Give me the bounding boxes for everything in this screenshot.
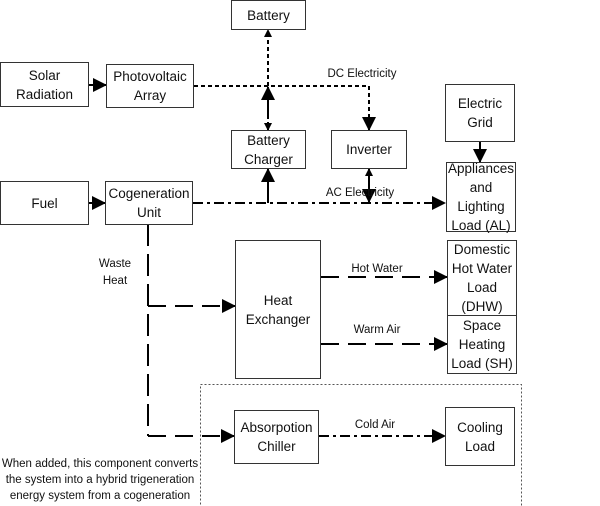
battery-charger-node: Battery Charger — [231, 130, 306, 169]
space-heating-load-node: Space Heating Load (SH) — [447, 315, 517, 374]
cold-air-label: Cold Air — [354, 419, 396, 431]
cogeneration-unit-node: Cogeneration Unit — [105, 181, 193, 225]
electric-grid-node: Electric Grid — [445, 84, 515, 142]
ac-electricity-label: AC Electricity — [325, 187, 395, 199]
heat-exchanger-node: Heat Exchanger — [235, 240, 321, 379]
fuel-node: Fuel — [0, 181, 89, 225]
solar-radiation-node: Solar Radiation — [0, 62, 89, 107]
hot-water-label: Hot Water — [351, 263, 403, 275]
waste-heat-label: Waste Heat — [98, 258, 132, 287]
battery-node: Battery — [231, 0, 306, 30]
dc-electricity-label: DC Electricity — [327, 68, 397, 80]
appliances-load-node: Appliances and Lighting Load (AL) — [446, 161, 516, 233]
dc-line — [194, 85, 376, 131]
trigeneration-note: When added, this component converts the … — [1, 458, 199, 502]
dhw-load-node: Domestic Hot Water Load (DHW) — [447, 240, 517, 316]
inverter-node: Inverter — [331, 130, 407, 169]
warm-air-label: Warm Air — [353, 324, 401, 336]
trigeneration-region — [200, 384, 522, 506]
absorption-chiller-node: Absorpotion Chiller — [234, 410, 319, 464]
cooling-load-node: Cooling Load — [445, 407, 515, 466]
photovoltaic-array-node: Photovoltaic Array — [106, 64, 194, 108]
